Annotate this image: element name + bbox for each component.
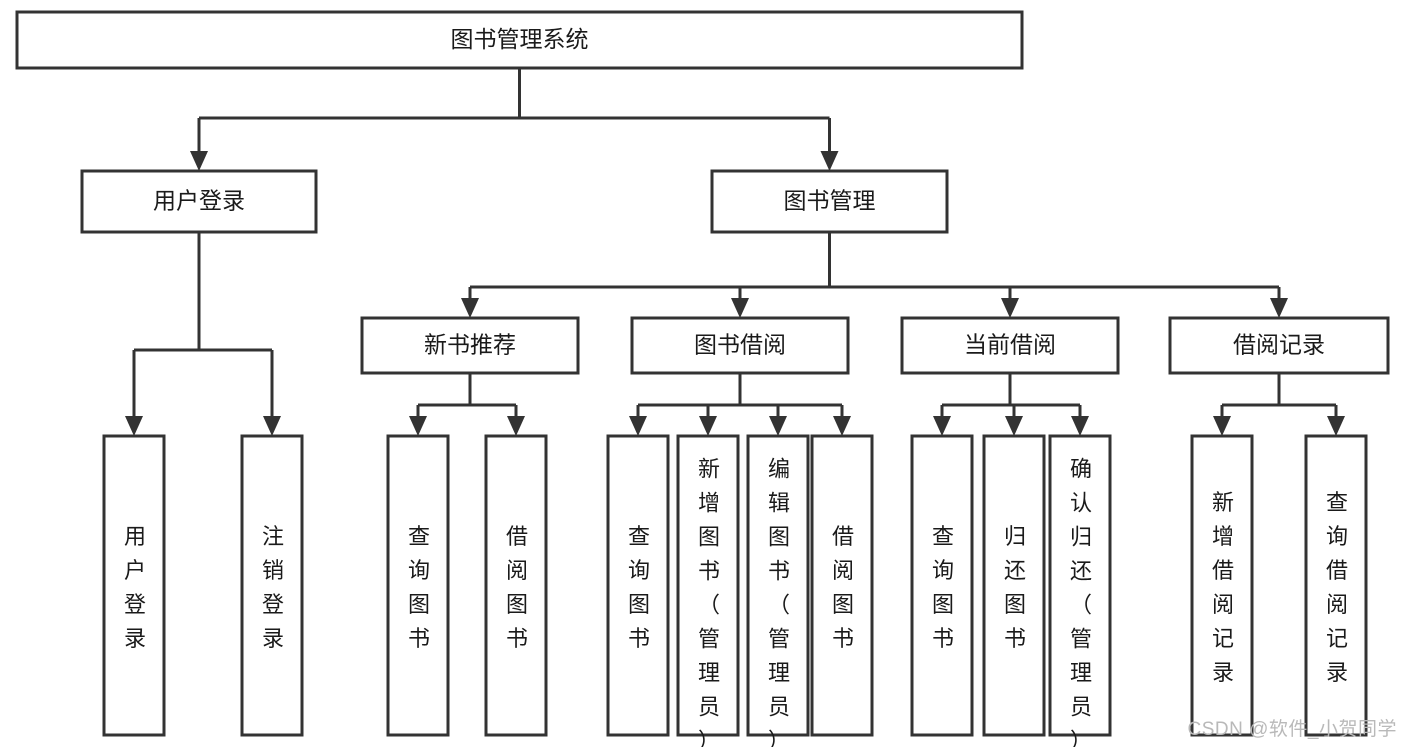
node-label: 新书推荐: [424, 332, 516, 358]
node-l_br_add[interactable]: 新增借阅记录: [1190, 434, 1254, 737]
node-label: 查询图书: [628, 524, 650, 651]
node-label: 编辑图书（管理员）: [768, 457, 790, 747]
node-box: [810, 434, 874, 737]
node-label: 借阅记录: [1233, 332, 1325, 358]
node-label: 借阅图书: [832, 524, 854, 651]
edge-group-n_new_book: [409, 373, 525, 436]
arrow-head-icon: [731, 298, 749, 318]
node-box: [1048, 434, 1112, 737]
arrow-head-icon: [820, 151, 839, 171]
node-l_bb_edit[interactable]: 编辑图书（管理员）: [746, 434, 810, 747]
edge-group-root: [190, 68, 839, 171]
node-label: 当前借阅: [964, 332, 1056, 358]
node-label: 用户登录: [124, 524, 146, 651]
node-box: [606, 434, 670, 737]
node-label: 用户登录: [153, 188, 245, 214]
node-l_br_query[interactable]: 查询借阅记录: [1304, 434, 1368, 737]
arrow-head-icon: [1327, 416, 1345, 436]
node-label: 确认归还（管理员）: [1070, 457, 1092, 747]
node-box: [360, 316, 580, 375]
node-n_borrow[interactable]: 图书借阅: [630, 316, 850, 375]
node-label: 借阅图书: [506, 524, 528, 651]
node-label: 图书借阅: [694, 332, 786, 358]
arrow-head-icon: [125, 416, 143, 436]
node-box: [676, 434, 740, 737]
node-label: 查询借阅记录: [1326, 490, 1348, 685]
node-l_cb_return[interactable]: 归还图书: [982, 434, 1046, 737]
node-l_bb_borrow[interactable]: 借阅图书: [810, 434, 874, 737]
node-label: 查询图书: [408, 524, 430, 651]
edge-group-n_current: [933, 373, 1089, 436]
arrow-head-icon: [933, 416, 951, 436]
arrow-head-icon: [1071, 416, 1089, 436]
node-n_new_book[interactable]: 新书推荐: [360, 316, 580, 375]
edge-group-n_records: [1213, 373, 1345, 436]
node-n_user_login[interactable]: 用户登录: [80, 169, 318, 234]
arrow-head-icon: [263, 416, 281, 436]
arrow-head-icon: [409, 416, 427, 436]
node-label: 图书管理: [784, 188, 876, 214]
node-box: [80, 169, 318, 234]
arrow-head-icon: [1005, 416, 1023, 436]
node-box: [1168, 316, 1390, 375]
arrow-head-icon: [1270, 298, 1288, 318]
node-l_nb_borrow[interactable]: 借阅图书: [484, 434, 548, 737]
arrow-head-icon: [1213, 416, 1231, 436]
node-l_user_logout[interactable]: 注销登录: [240, 434, 304, 737]
node-box: [746, 434, 810, 737]
node-l_cb_query[interactable]: 查询图书: [910, 434, 974, 737]
node-box: [982, 434, 1046, 737]
arrow-head-icon: [699, 416, 717, 436]
arrow-head-icon: [1001, 298, 1019, 318]
node-box: [484, 434, 548, 737]
node-label: 新增借阅记录: [1212, 490, 1234, 685]
arrow-head-icon: [190, 151, 208, 171]
node-l_cb_confirm[interactable]: 确认归还（管理员）: [1048, 434, 1112, 747]
node-root[interactable]: 图书管理系统: [15, 10, 1024, 70]
arrow-head-icon: [769, 416, 787, 436]
node-label: 归还图书: [1004, 524, 1026, 651]
node-box: [630, 316, 850, 375]
node-box: [710, 169, 949, 234]
node-n_records[interactable]: 借阅记录: [1168, 316, 1390, 375]
node-label: 查询图书: [932, 524, 954, 651]
node-box: [900, 316, 1120, 375]
edge-group-n_user_login: [125, 232, 281, 436]
node-box: [1304, 434, 1368, 737]
node-box: [910, 434, 974, 737]
node-box: [15, 10, 1024, 70]
node-l_nb_query[interactable]: 查询图书: [386, 434, 450, 737]
edge-group-n_borrow: [629, 373, 851, 436]
node-box: [102, 434, 166, 737]
node-l_bb_query[interactable]: 查询图书: [606, 434, 670, 737]
node-box: [386, 434, 450, 737]
edge-layer: [125, 68, 1345, 436]
arrow-head-icon: [461, 298, 479, 318]
edge-group-n_book_mgmt: [461, 232, 1288, 318]
node-label: 图书管理系统: [451, 26, 589, 52]
arrow-head-icon: [507, 416, 525, 436]
arrow-head-icon: [833, 416, 851, 436]
node-n_current[interactable]: 当前借阅: [900, 316, 1120, 375]
node-box: [1190, 434, 1254, 737]
node-label: 注销登录: [262, 524, 284, 651]
arrow-head-icon: [629, 416, 647, 436]
node-l_bb_add[interactable]: 新增图书（管理员）: [676, 434, 740, 747]
node-l_user_login[interactable]: 用户登录: [102, 434, 166, 737]
node-n_book_mgmt[interactable]: 图书管理: [710, 169, 949, 234]
node-layer: 图书管理系统用户登录图书管理新书推荐图书借阅当前借阅借阅记录用户登录注销登录查询…: [15, 10, 1390, 747]
node-box: [240, 434, 304, 737]
node-label: 新增图书（管理员）: [698, 457, 720, 747]
